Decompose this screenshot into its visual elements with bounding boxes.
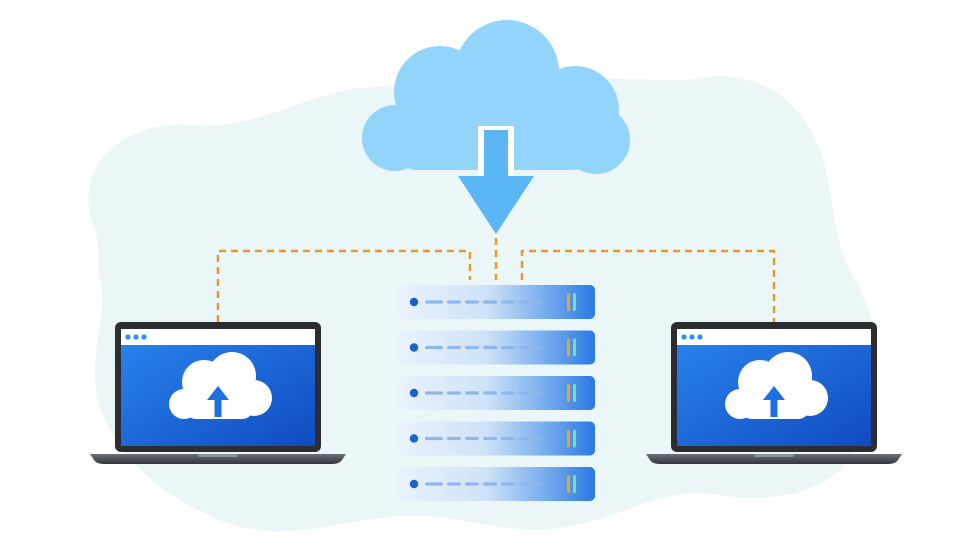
server-bay-slot bbox=[447, 482, 461, 486]
server-bay-slot bbox=[519, 300, 541, 304]
server-led-green bbox=[573, 384, 576, 402]
laptop-notch bbox=[754, 454, 794, 457]
server-led-orange bbox=[567, 384, 570, 402]
server-bay-slot bbox=[447, 391, 461, 395]
server-bay-slot bbox=[501, 345, 515, 350]
server-bay-slot bbox=[519, 391, 541, 395]
server-led-green bbox=[573, 338, 576, 357]
connector-right bbox=[520, 249, 776, 322]
server-bay-slot bbox=[465, 436, 479, 441]
titlebar-dot bbox=[141, 334, 147, 340]
server-bay-slot bbox=[425, 391, 443, 395]
server-status-dot bbox=[409, 388, 419, 398]
server-bay-slot bbox=[425, 300, 443, 304]
server-unit bbox=[397, 285, 595, 319]
server-bay-slot bbox=[447, 345, 461, 350]
server-bay-slot bbox=[447, 436, 461, 441]
server-bay-slot bbox=[465, 345, 479, 350]
server-bay-slot bbox=[465, 391, 479, 395]
connector-lines bbox=[216, 238, 776, 322]
server-bay-slot bbox=[483, 482, 497, 486]
server-bay-slot bbox=[519, 345, 541, 350]
laptop-left bbox=[90, 322, 346, 464]
server-status-dot bbox=[409, 479, 419, 489]
laptop-base bbox=[90, 454, 346, 464]
connector-left bbox=[216, 249, 472, 322]
cloud-download-icon bbox=[362, 20, 630, 234]
server-status-dot bbox=[409, 297, 419, 307]
server-bay-slot bbox=[425, 482, 443, 486]
server-bay-slot bbox=[465, 300, 479, 304]
server-bay-slot bbox=[501, 300, 515, 304]
server-bay-slot bbox=[519, 482, 541, 486]
cloud-upload-icon bbox=[725, 352, 828, 419]
server-status-dot bbox=[409, 343, 419, 352]
server-bay-slot bbox=[519, 436, 541, 441]
server-bay-slot bbox=[483, 436, 497, 441]
titlebar-dot bbox=[125, 334, 131, 340]
server-unit bbox=[397, 330, 595, 365]
browser-titlebar bbox=[121, 329, 315, 345]
titlebar-dot bbox=[689, 334, 695, 340]
server-bay-slot bbox=[501, 436, 515, 441]
server-bay-slot bbox=[465, 482, 479, 486]
server-bay-slot bbox=[425, 345, 443, 350]
server-led-green bbox=[573, 293, 576, 311]
server-bay-slot bbox=[425, 436, 443, 441]
server-led-orange bbox=[567, 475, 570, 493]
server-bay-slot bbox=[483, 391, 497, 395]
titlebar-dot bbox=[681, 334, 687, 340]
server-led-green bbox=[573, 475, 576, 493]
laptop-right bbox=[646, 322, 902, 464]
server-unit bbox=[397, 376, 595, 410]
server-bay-slot bbox=[447, 300, 461, 304]
server-led-orange bbox=[567, 293, 570, 311]
download-arrow bbox=[458, 126, 534, 234]
titlebar-dot bbox=[133, 334, 139, 340]
titlebar-dot bbox=[697, 334, 703, 340]
server-status-dot bbox=[409, 434, 419, 443]
cloud-upload-icon bbox=[169, 352, 272, 419]
server-bay-slot bbox=[483, 300, 497, 304]
server-unit bbox=[397, 467, 595, 501]
server-rack-icon bbox=[397, 285, 595, 501]
server-unit bbox=[397, 421, 595, 456]
server-bay-slot bbox=[483, 345, 497, 350]
server-bay-slot bbox=[501, 482, 515, 486]
laptop-notch bbox=[198, 454, 238, 457]
browser-titlebar bbox=[677, 329, 871, 345]
server-led-green bbox=[573, 429, 576, 448]
server-bay-slot bbox=[501, 391, 515, 395]
server-led-orange bbox=[567, 338, 570, 357]
server-led-orange bbox=[567, 429, 570, 448]
laptop-base bbox=[646, 454, 902, 464]
